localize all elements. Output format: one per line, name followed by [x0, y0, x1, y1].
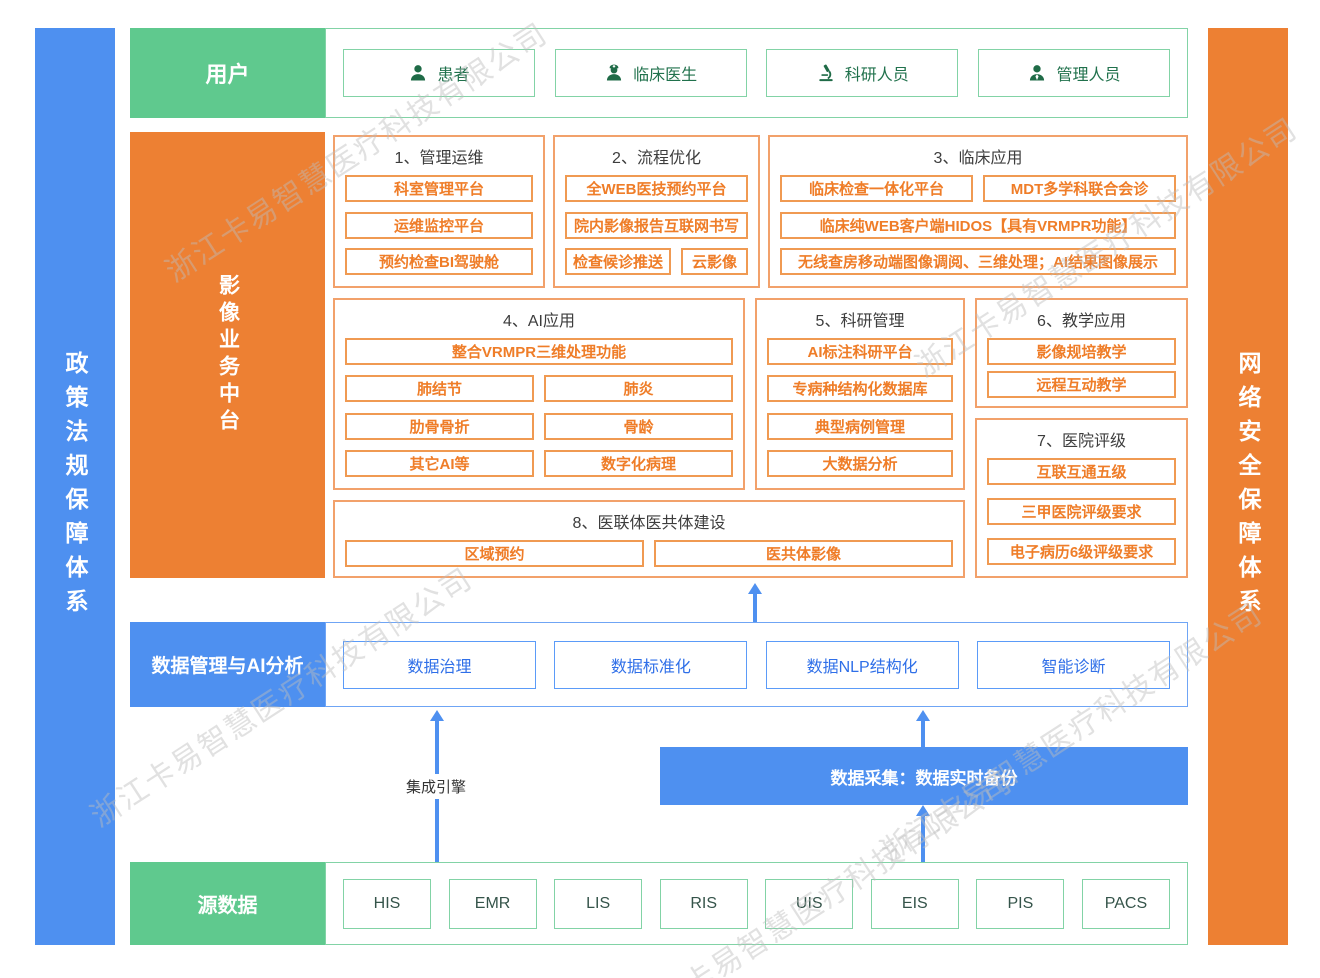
- item-box: 运维监控平台: [345, 211, 533, 239]
- section-clinical-application: 3、临床应用 临床检查一体化平台 MDT多学科联合会诊 临床纯WEB客户端HID…: [768, 135, 1188, 288]
- section-research-management: 5、科研管理 AI标注科研平台 专病种结构化数据库 典型病例管理 大数据分析: [755, 298, 965, 490]
- item-box: 全WEB医技预约平台: [565, 175, 748, 202]
- item-box: 肺炎: [544, 375, 733, 403]
- item-box: 肋骨骨折: [345, 412, 534, 440]
- section-title: 7、医院评级: [1037, 433, 1126, 450]
- arrow-up-icon: [748, 583, 762, 622]
- users-label: 用户: [130, 28, 325, 118]
- source-system-box: PACS: [1081, 878, 1170, 929]
- data-collection-box: 数据采集：数据实时备份: [660, 747, 1188, 805]
- user-box-researcher: 科研人员: [766, 49, 959, 97]
- user-box-manager: 管理人员: [977, 49, 1170, 97]
- item-box: 临床检查一体化平台: [780, 175, 973, 202]
- source-data-band: 源数据 HIS EMR LIS RIS UIS EIS PIS PACS: [130, 862, 1188, 945]
- section-title: 5、科研管理: [815, 313, 905, 330]
- arrow-up-icon: [916, 805, 930, 862]
- data-mgmt-box: 智能诊断: [976, 640, 1170, 689]
- source-system-box: RIS: [659, 878, 748, 929]
- section-hospital-rating: 7、医院评级 互联互通五级 三甲医院评级要求 电子病历6级评级要求: [975, 418, 1188, 578]
- section-process-optimization: 2、流程优化 全WEB医技预约平台 院内影像报告互联网书写 检查候诊推送 云影像: [553, 135, 760, 288]
- source-system-box: EMR: [448, 878, 537, 929]
- arrow-up-icon: [916, 710, 930, 747]
- item-box: 互联互通五级: [987, 458, 1176, 485]
- user-box-label: 科研人员: [844, 67, 909, 84]
- section-title: 8、医联体医共体建设: [572, 515, 726, 532]
- section-title: 6、教学应用: [1037, 313, 1126, 330]
- item-box: 大数据分析: [767, 449, 953, 477]
- item-box: 影像规培教学: [987, 338, 1176, 365]
- source-data-content: HIS EMR LIS RIS UIS EIS PIS PACS: [325, 862, 1188, 945]
- item-box: 骨龄: [544, 412, 733, 440]
- data-mgmt-box: 数据标准化: [554, 640, 748, 689]
- item-box: 预约检查BI驾驶舱: [345, 248, 533, 275]
- data-mgmt-band: 数据管理与AI分析 数据治理 数据标准化 数据NLP结构化 智能诊断: [130, 622, 1188, 707]
- data-mgmt-content: 数据治理 数据标准化 数据NLP结构化 智能诊断: [325, 622, 1188, 707]
- user-box-clinician: 临床医生: [554, 49, 747, 97]
- item-box: 云影像: [681, 248, 748, 275]
- users-band: 用户 患者 临床医生 科研人员 管理人员: [130, 28, 1188, 118]
- microscope-icon: [819, 64, 833, 82]
- item-box: 典型病例管理: [767, 412, 953, 440]
- users-content: 患者 临床医生 科研人员 管理人员: [325, 28, 1188, 118]
- item-box: 专病种结构化数据库: [767, 375, 953, 403]
- item-box: 三甲医院评级要求: [987, 498, 1176, 525]
- section-teaching-application: 6、教学应用 影像规培教学 远程互动教学: [975, 298, 1188, 408]
- source-system-box: HIS: [343, 878, 431, 929]
- section-title: 2、流程优化: [612, 150, 701, 167]
- policy-regulation-bar: 政策法规保障体系: [35, 28, 115, 945]
- data-mgmt-box: 数据治理: [343, 640, 536, 689]
- source-system-box: LIS: [554, 878, 643, 929]
- item-box: 检查候诊推送: [565, 248, 672, 275]
- data-mgmt-label: 数据管理与AI分析: [130, 622, 325, 707]
- item-box: 远程互动教学: [987, 371, 1176, 398]
- section-title: 1、管理运维: [394, 150, 484, 167]
- platform-band: 影像业务中台 1、管理运维 科室管理平台 运维监控平台 预约检查BI驾驶舱 2、…: [130, 132, 1188, 578]
- item-box: MDT多学科联合会诊: [983, 175, 1176, 202]
- item-box: AI标注科研平台: [767, 338, 953, 365]
- source-system-box: EIS: [870, 878, 959, 929]
- section-title: 4、AI应用: [502, 313, 576, 330]
- data-mgmt-box: 数据NLP结构化: [765, 640, 959, 689]
- network-security-bar: 网络安全保障体系: [1208, 28, 1288, 945]
- item-box: 数字化病理: [544, 449, 733, 477]
- doctor-icon: [607, 64, 622, 81]
- section-title: 3、临床应用: [933, 150, 1023, 167]
- platform-label: 影像业务中台: [130, 132, 325, 578]
- patient-icon: [411, 65, 426, 81]
- source-data-label: 源数据: [130, 862, 325, 945]
- item-box: 无线查房移动端图像调阅、三维处理；AI结果图像展示: [780, 248, 1176, 275]
- section-ai-application: 4、AI应用 整合VRMPR三维处理功能 肺结节 肺炎 肋骨骨折 骨龄 其它AI…: [333, 298, 745, 490]
- item-box: 其它AI等: [345, 449, 534, 477]
- user-box-label: 患者: [437, 67, 470, 84]
- item-box: 肺结节: [345, 375, 534, 403]
- user-box-patient: 患者: [343, 49, 535, 97]
- user-box-label: 临床医生: [633, 67, 698, 84]
- section-management-ops: 1、管理运维 科室管理平台 运维监控平台 预约检查BI驾驶舱: [333, 135, 545, 288]
- item-box: 临床纯WEB客户端HIDOS【具有VRMPR功能】: [780, 211, 1176, 239]
- admin-icon: [1030, 65, 1045, 81]
- item-box: 电子病历6级评级要求: [987, 538, 1176, 565]
- item-box: 区域预约: [345, 540, 644, 567]
- item-box: 院内影像报告互联网书写: [565, 211, 748, 239]
- section-medical-alliance: 8、医联体医共体建设 区域预约 医共体影像: [333, 500, 965, 578]
- user-box-label: 管理人员: [1056, 67, 1121, 84]
- item-box: 整合VRMPR三维处理功能: [345, 338, 733, 365]
- source-system-box: PIS: [976, 878, 1065, 929]
- source-system-box: UIS: [765, 878, 854, 929]
- item-box: 医共体影像: [654, 540, 953, 567]
- item-box: 科室管理平台: [345, 175, 533, 202]
- integration-engine-label: 集成引擎: [401, 774, 472, 799]
